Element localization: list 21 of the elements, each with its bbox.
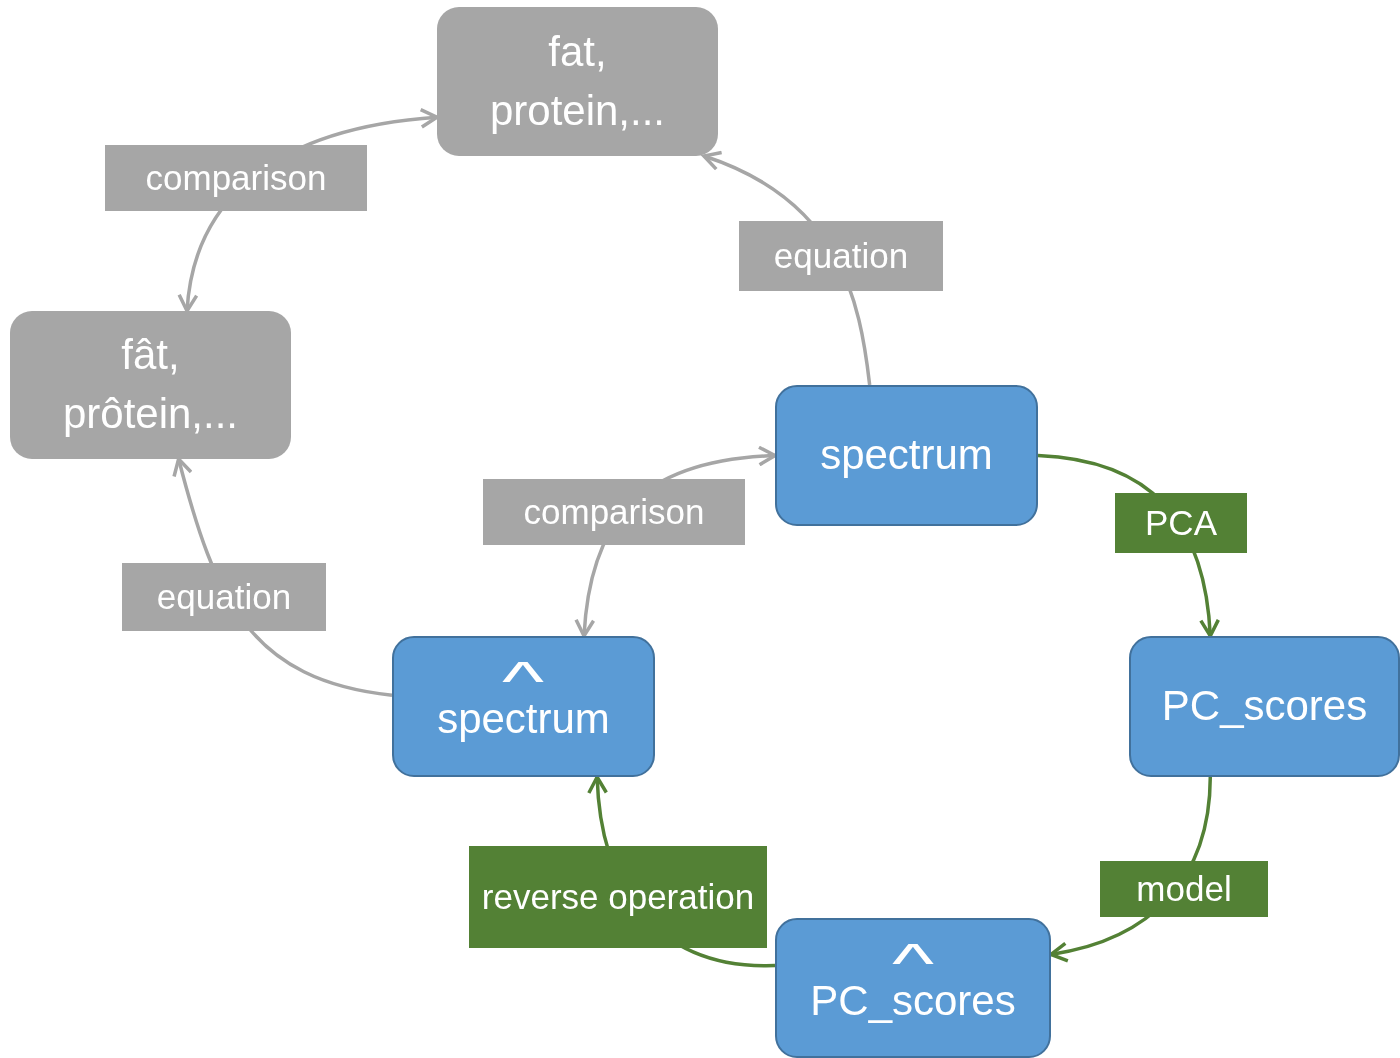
edge-label: comparison (483, 479, 745, 545)
node-label: spectrum (819, 430, 994, 481)
node-label: PC_scores (809, 975, 1017, 1026)
edge-label: equation (739, 221, 943, 291)
edge-label: equation (122, 563, 326, 631)
result-box (437, 7, 718, 156)
edge-label: reverse operation (469, 846, 767, 948)
node-label: fât, prôtein,... (61, 330, 240, 439)
process-box (775, 385, 1038, 526)
node-label: PC_scores (1160, 681, 1369, 732)
result-box (10, 311, 291, 459)
hat-symbol: ^ (502, 664, 545, 691)
edge-label: model (1100, 861, 1268, 917)
process-box (392, 636, 655, 777)
node-label: spectrum (436, 694, 611, 745)
node-label: fat, protein,... (488, 26, 667, 136)
process-box (775, 918, 1051, 1058)
edge-label: comparison (105, 145, 367, 211)
hat-symbol: ^ (891, 945, 935, 972)
process-box (1129, 636, 1400, 777)
edge-label: PCA (1115, 493, 1247, 553)
